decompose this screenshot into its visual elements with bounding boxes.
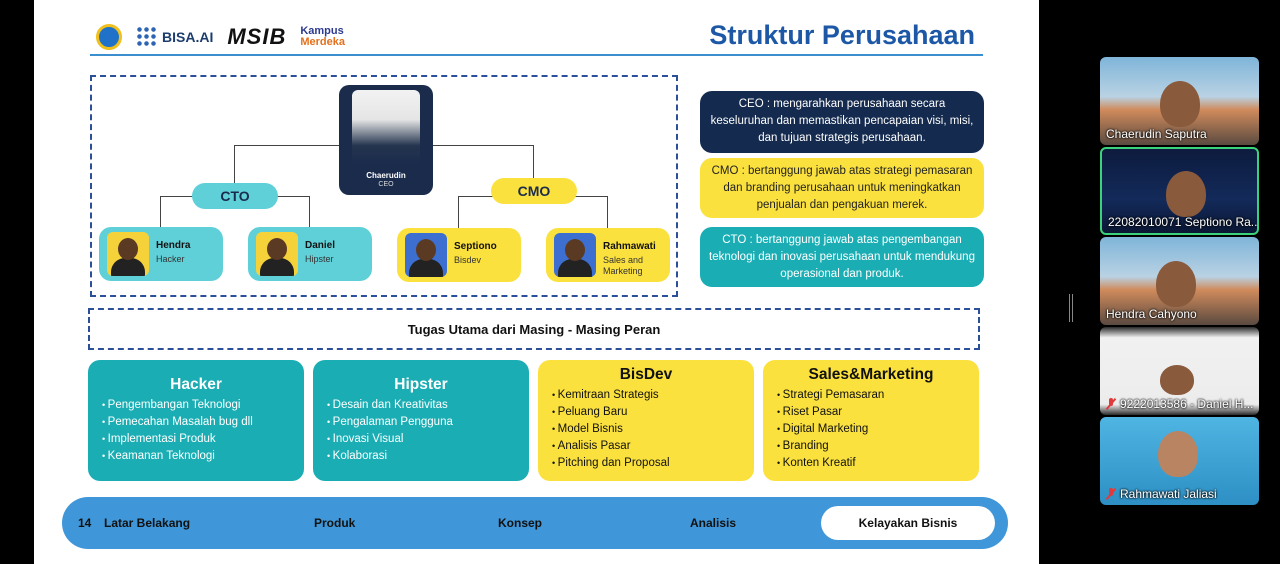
ceo-description: CEO : mengarahkan perusahaan secara kese… (700, 91, 984, 153)
tut-wuri-logo-icon (96, 24, 122, 50)
task-item: Konten Kreatif (777, 455, 979, 472)
connector-line (160, 196, 161, 228)
shared-slide: BISA.AI MSIB Kampus Merdeka Struktur Per… (34, 0, 1039, 564)
connector-line (309, 196, 310, 228)
member-name: Rahmawati (603, 241, 656, 252)
participant-tile[interactable]: 9222013586 - Daniel H... (1100, 327, 1259, 415)
avatar (256, 232, 298, 276)
member-card-daniel: Daniel Hipster (248, 227, 372, 281)
task-card-bisdev: BisDev Kemitraan Strategis Peluang Baru … (538, 360, 754, 481)
participant-name: 22082010071 Septiono Ra... (1108, 215, 1259, 229)
nav-kelayakan-bisnis: Kelayakan Bisnis (821, 506, 995, 540)
nav-konsep: Konsep (498, 516, 543, 530)
mic-muted-icon (1106, 398, 1116, 410)
task-item: Branding (777, 438, 979, 455)
member-name: Hendra (156, 240, 191, 251)
task-item: Keamanan Teknologi (102, 448, 304, 465)
task-item: Peluang Baru (552, 404, 754, 421)
participant-name: Rahmawati Jaliasi (1106, 487, 1217, 501)
bisa-ai-logo-icon (136, 26, 158, 48)
participant-name: 9222013586 - Daniel H... (1106, 397, 1253, 411)
panel-resize-handle[interactable] (1069, 294, 1073, 322)
participant-video (1158, 431, 1198, 477)
participant-tile[interactable]: Hendra Cahyono (1100, 237, 1259, 325)
cto-pill: CTO (192, 183, 278, 209)
member-role: Hacker (156, 254, 185, 264)
cmo-pill: CMO (491, 178, 577, 204)
participant-video (1166, 171, 1206, 217)
member-card-hendra: Hendra Hacker (99, 227, 223, 281)
task-card-sales-marketing: Sales&Marketing Strategi Pemasaran Riset… (763, 360, 979, 481)
member-name: Daniel (305, 240, 336, 251)
cto-description: CTO : bertanggung jawab atas pengembanga… (700, 227, 984, 287)
header-divider (90, 54, 983, 56)
connector-line (533, 145, 534, 178)
kampus-merdeka-logo: Kampus Merdeka (300, 25, 345, 48)
task-item: Strategi Pemasaran (777, 387, 979, 404)
ceo-role: CEO (378, 181, 394, 188)
slide-nav-bar: 14 Latar Belakang Produk Konsep Analisis… (62, 497, 1008, 549)
task-item: Kolaborasi (327, 448, 529, 465)
task-item: Kemitraan Strategis (552, 387, 754, 404)
member-card-septiono: Septiono Bisdev (397, 228, 521, 282)
task-card-hipster: Hipster Desain dan Kreativitas Pengalama… (313, 360, 529, 481)
participant-video (1160, 365, 1194, 395)
ceo-photo (352, 90, 420, 164)
task-item: Inovasi Visual (327, 431, 529, 448)
participant-name: Chaerudin Saputra (1106, 127, 1207, 141)
participant-name: Hendra Cahyono (1106, 307, 1197, 321)
member-role: Sales and Marketing (603, 255, 644, 276)
task-title: Sales&Marketing (808, 366, 934, 383)
member-role: Hipster (305, 254, 334, 264)
participant-tile[interactable]: Chaerudin Saputra (1100, 57, 1259, 145)
task-item: Digital Marketing (777, 421, 979, 438)
task-title: Hipster (394, 376, 448, 393)
participant-video (1160, 81, 1200, 127)
task-title: BisDev (619, 366, 673, 383)
avatar (107, 232, 149, 276)
logo-bar: BISA.AI MSIB Kampus Merdeka (96, 22, 345, 52)
member-name: Septiono (454, 241, 497, 252)
connector-line (234, 145, 235, 183)
task-card-hacker: Hacker Pengembangan Teknologi Pemecahan … (88, 360, 304, 481)
bisa-ai-logo: BISA.AI (136, 26, 213, 48)
task-item: Pengembangan Teknologi (102, 397, 304, 414)
slide-title: Struktur Perusahaan (709, 20, 975, 50)
page-number: 14 (78, 516, 92, 530)
nav-analisis: Analisis (690, 516, 737, 530)
avatar (554, 233, 596, 277)
connector-line (607, 196, 608, 228)
task-item: Riset Pasar (777, 404, 979, 421)
task-item: Pitching dan Proposal (552, 455, 754, 472)
task-item: Pengalaman Pengguna (327, 414, 529, 431)
task-item: Desain dan Kreativitas (327, 397, 529, 414)
task-title: Hacker (170, 376, 222, 393)
mic-muted-icon (1106, 488, 1116, 500)
task-item: Implementasi Produk (102, 431, 304, 448)
task-item: Analisis Pasar (552, 438, 754, 455)
nav-latar-belakang: Latar Belakang (104, 516, 191, 530)
ceo-name: Chaerudin (366, 171, 406, 180)
connector-line (458, 196, 459, 228)
avatar (405, 233, 447, 277)
participant-tile-active-speaker[interactable]: 22082010071 Septiono Ra... (1100, 147, 1259, 235)
member-role: Bisdev (454, 255, 482, 265)
nav-produk: Produk (314, 516, 356, 530)
participant-tile[interactable]: Rahmawati Jaliasi (1100, 417, 1259, 505)
task-item: Pemecahan Masalah bug dll (102, 414, 304, 431)
msib-logo: MSIB (227, 24, 287, 49)
org-chart-frame (90, 75, 678, 297)
cmo-description: CMO : bertanggung jawab atas strategi pe… (700, 158, 984, 218)
participant-video (1156, 261, 1196, 307)
task-item: Model Bisnis (552, 421, 754, 438)
tugas-banner: Tugas Utama dari Masing - Masing Peran (88, 308, 980, 350)
member-card-rahmawati: Rahmawati Sales and Marketing (546, 228, 670, 282)
